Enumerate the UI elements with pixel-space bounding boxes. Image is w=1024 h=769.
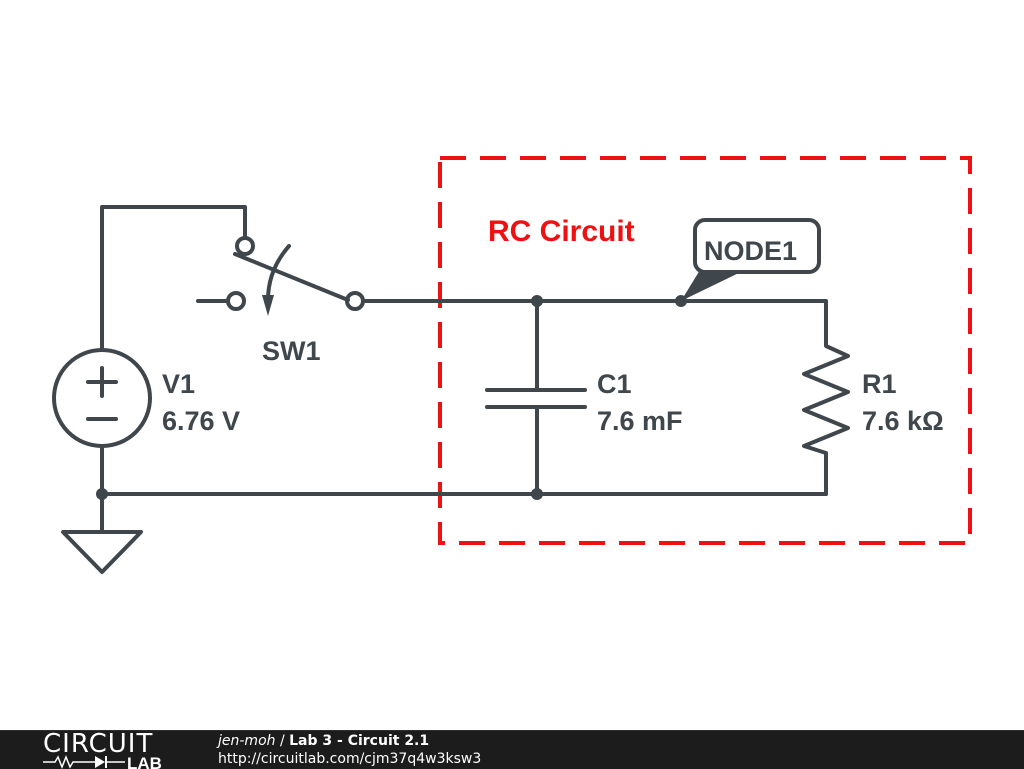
footer-bar: CIRCUIT LAB jen-moh / Lab 3 - Circuit 2.… — [0, 730, 1024, 769]
switch-terminal-a — [226, 291, 246, 311]
wire-top-rail — [361, 299, 828, 342]
voltage-source-body — [52, 348, 152, 448]
wire-bottom-rail — [100, 444, 828, 496]
ground-triangle-icon — [61, 530, 143, 574]
capacitor-c1[interactable] — [485, 299, 587, 496]
logo-diode-icon — [95, 756, 105, 768]
author-link[interactable]: jen-moh — [218, 733, 276, 749]
ground-symbol[interactable] — [61, 492, 143, 574]
switch-ref-label: SW1 — [262, 336, 321, 366]
junction-ground — [96, 488, 108, 500]
switch-lever — [233, 252, 350, 302]
logo-lab-text: LAB — [127, 755, 162, 769]
switch-sw1[interactable] — [196, 236, 365, 316]
path-separator: / — [275, 733, 290, 749]
resistor-r1[interactable] — [802, 338, 850, 496]
rc-circuit-label: RC Circuit — [488, 215, 635, 248]
junction-cap-top — [531, 295, 543, 307]
circuitlab-logo-graphic[interactable]: LAB — [43, 755, 175, 769]
circuit-title[interactable]: Lab 3 - Circuit 2.1 — [289, 733, 430, 749]
circuitlab-logo-text[interactable]: CIRCUIT — [43, 729, 154, 759]
voltage-source-value-label: 6.76 V — [162, 406, 240, 436]
logo-resistor-icon — [43, 755, 95, 769]
rc-circuit-group-box[interactable] — [438, 156, 972, 545]
voltage-source-ref-label: V1 — [162, 369, 195, 399]
footer-title-line: jen-moh / Lab 3 - Circuit 2.1 — [218, 732, 429, 750]
node1-label-box — [693, 218, 821, 274]
junction-cap-bottom — [531, 488, 543, 500]
resistor-value-label: 7.6 kΩ — [862, 406, 944, 436]
resistor-ref-label: R1 — [862, 369, 897, 399]
node1-label-text: NODE1 — [704, 236, 797, 266]
node1-pointer — [681, 270, 745, 301]
capacitor-ref-label: C1 — [597, 369, 632, 399]
switch-common-terminal — [235, 236, 255, 256]
schematic-canvas: RC Circuit SW1 C1 7.6 mF R1 7.6 kΩ V1 6.… — [52, 156, 972, 574]
circuit-url[interactable]: http://circuitlab.com/cjm37q4w3ksw3 — [218, 751, 482, 767]
resistor-zigzag — [802, 338, 850, 496]
capacitor-value-label: 7.6 mF — [597, 406, 683, 436]
switch-arrow-head-icon — [262, 295, 274, 316]
wire-v1-to-switch — [100, 205, 247, 352]
node1-label-tag[interactable]: NODE1 — [681, 218, 821, 301]
voltage-source-v1[interactable] — [52, 348, 152, 448]
